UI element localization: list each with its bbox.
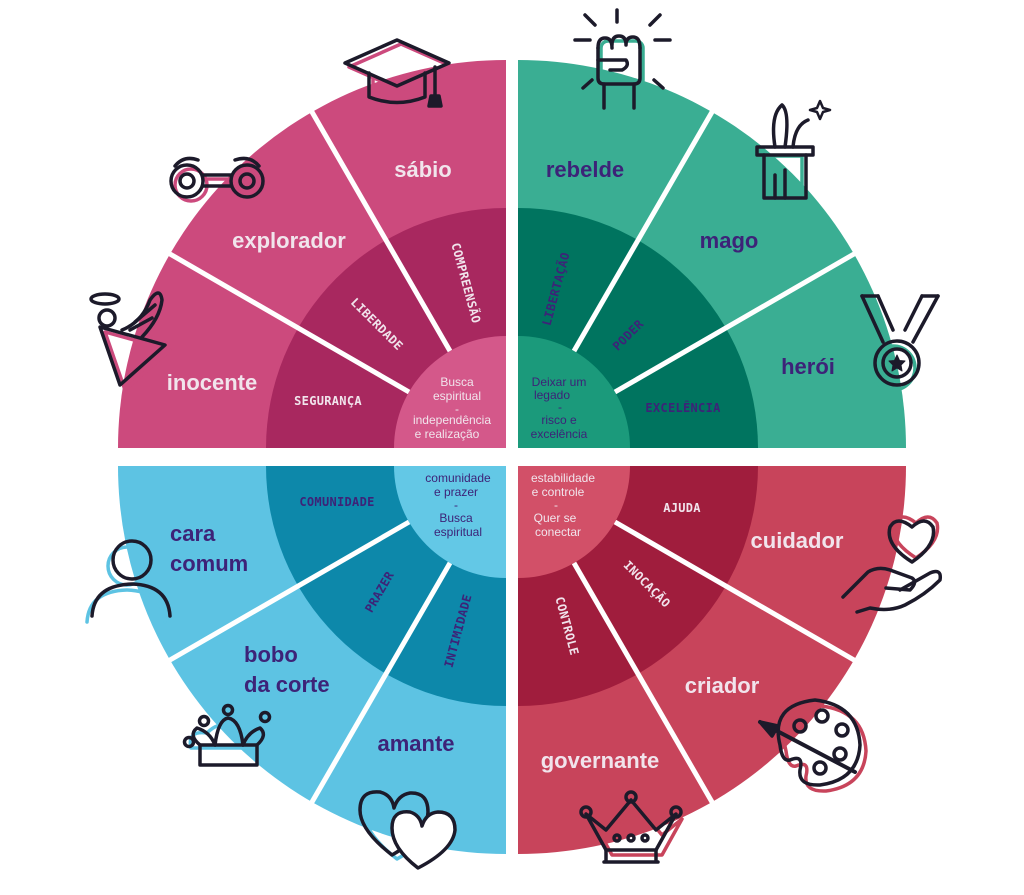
archetype-cara-comum-line1: cara — [170, 521, 216, 546]
core-green-line3: - — [558, 400, 562, 414]
icons — [85, 8, 943, 870]
red-ring-inner — [518, 466, 630, 578]
red-divider-1 — [613, 519, 857, 664]
blue-divider-1 — [308, 561, 453, 805]
core-pink-line3: - — [455, 402, 459, 416]
medal-icon — [860, 294, 940, 392]
archetype-explorador: explorador — [232, 228, 346, 253]
pink-ring-inner — [394, 336, 506, 448]
core-red-line4: Quer se — [534, 511, 577, 525]
core-blue-line3: - — [454, 498, 458, 512]
motivation-ajuda: AJUDA — [663, 501, 701, 515]
archetype-inocente: inocente — [167, 370, 257, 395]
core-pink-line2: espiritual — [433, 389, 481, 403]
wheel-sectors — [118, 60, 906, 854]
motivation-comunidade: COMUNIDADE — [299, 495, 374, 509]
archetype-heroi: herói — [781, 354, 835, 379]
core-red-line2: e controle — [532, 485, 585, 499]
archetype-amante: amante — [377, 731, 454, 756]
archetype-labels: sábio explorador inocente rebelde mago h… — [167, 157, 844, 773]
green-ring-inner — [518, 336, 630, 448]
core-blue-line1: comunidade — [425, 471, 491, 485]
core-red-line5: conectar — [535, 525, 581, 539]
person-icon — [85, 539, 172, 624]
archetype-bobo-line2: da corte — [244, 672, 330, 697]
angel-icon — [89, 291, 172, 392]
core-pink-line1: Busca — [440, 375, 474, 389]
blue-divider-2 — [167, 519, 411, 664]
raised-fist-icon — [573, 8, 672, 110]
core-pink-line5: e realização — [415, 427, 480, 441]
red-divider-2 — [571, 561, 716, 805]
palette-icon — [758, 698, 868, 793]
core-green-line4: risco e — [541, 413, 577, 427]
motivation-seguranca: SEGURANÇA — [294, 394, 362, 408]
magic-hat-icon — [755, 99, 832, 204]
archetype-rebelde: rebelde — [546, 157, 624, 182]
green-divider-2 — [613, 250, 857, 395]
core-blue-line4: Busca — [439, 511, 473, 525]
archetype-sabio: sábio — [394, 157, 451, 182]
core-blue-line5: espiritual — [434, 525, 482, 539]
core-green-line1: Deixar um — [532, 375, 587, 389]
core-green-line2: legado — [534, 388, 570, 402]
core-blue-line2: e prazer — [434, 485, 478, 499]
archetype-criador: criador — [685, 673, 760, 698]
core-green-line5: excelência — [531, 427, 588, 441]
blue-ring-inner — [394, 466, 506, 578]
core-texts: Busca espiritual - independência e reali… — [413, 375, 595, 539]
heart-hand-icon — [841, 515, 943, 614]
jester-hat-icon — [182, 703, 272, 767]
archetype-governante: governante — [541, 748, 660, 773]
archetype-cuidador: cuidador — [751, 528, 844, 553]
graduation-cap-icon — [343, 38, 455, 109]
archetype-bobo-line1: bobo — [244, 642, 298, 667]
binoculars-icon — [169, 156, 269, 203]
core-red-line1: estabilidade — [531, 471, 595, 485]
motivation-excelencia: EXCELÊNCIA — [645, 400, 721, 415]
hearts-icon — [358, 790, 457, 870]
crown-icon — [579, 790, 684, 864]
green-divider-1 — [571, 109, 716, 353]
pink-divider-2 — [308, 109, 453, 353]
archetype-mago: mago — [700, 228, 759, 253]
sector-dividers — [167, 109, 857, 805]
archetype-cara-comum-line2: comum — [170, 551, 248, 576]
pink-divider-1 — [167, 250, 411, 395]
core-pink-line4: independência — [413, 413, 491, 427]
core-red-line3: - — [554, 498, 558, 512]
